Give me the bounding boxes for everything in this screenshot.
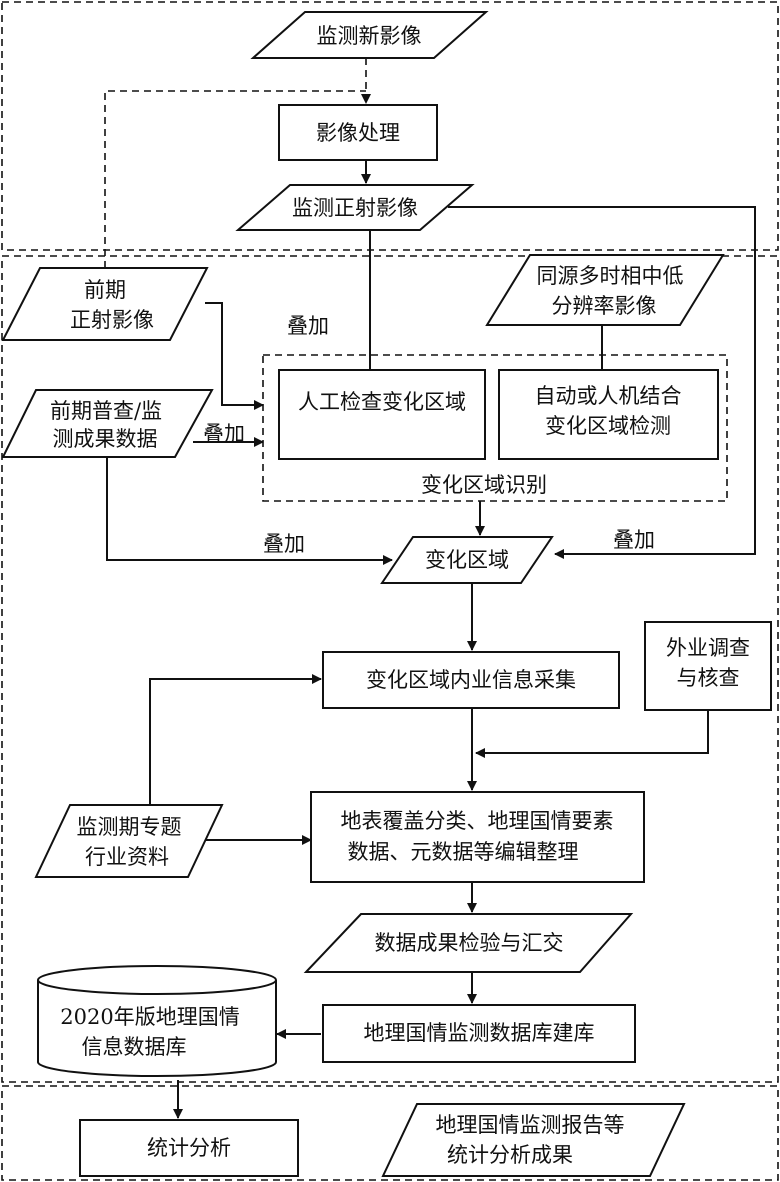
node-editing-label-1: 地表覆盖分类、地理国情要素 [341,809,614,833]
edge-prior-ortho-to-processing [104,90,366,268]
node-prior-census: 前期普查/监 测成果数据 [1,389,214,458]
node-db-build-label: 地理国情监测数据库建库 [364,1021,595,1045]
node-report-label-2: 统计分析成果 [447,1143,573,1167]
edge-label-overlay-1: 叠加 [287,314,329,338]
node-image-processing-label: 影像处理 [316,121,400,145]
node-qa-delivery: 数据成果检验与汇交 [303,913,634,973]
node-ortho-image-label: 监测正射影像 [292,196,418,220]
node-statistics-label: 统计分析 [147,1136,231,1160]
section-bottom-frame [1,1085,779,1181]
node-database: 2020年版地理国情 信息数据库 [37,965,277,1077]
node-database-label-1: 2020年版地理国情 [60,1005,239,1029]
edge-label-overlay-2: 叠加 [203,422,245,446]
node-new-image: 监测新影像 [250,11,489,59]
node-indoor-collection-label: 变化区域内业信息采集 [366,668,576,692]
change-identification-frame [262,354,728,502]
node-new-image-label: 监测新影像 [317,24,422,48]
edge-label-overlay-3: 叠加 [263,532,305,556]
node-change-area-label: 变化区域 [425,548,509,572]
node-ortho-image: 监测正射影像 [235,184,475,231]
node-thematic-label-1: 监测期专题 [77,815,182,839]
edge-prior-ortho-to-identification [205,302,264,410]
node-field-survey-label-2: 与核查 [677,666,740,690]
node-multi-temporal-label-2: 分辨率影像 [552,294,657,318]
node-image-processing: 影像处理 [278,104,438,161]
node-report-label-1: 地理国情监测报告等 [436,1113,625,1137]
section-middle-frame [1,255,779,1083]
node-thematic-label-2: 行业资料 [85,845,169,869]
node-multi-temporal: 同源多时相中低 分辨率影像 [485,254,725,326]
edge-label-overlay-4: 叠加 [613,528,655,552]
node-db-build: 地理国情监测数据库建库 [322,1004,636,1063]
node-thematic: 监测期专题 行业资料 [34,804,224,878]
node-manual-check-label: 人工检查变化区域 [298,390,466,414]
edge-ortho-to-change-area [448,206,756,559]
node-auto-detect-label-2: 变化区域检测 [545,414,671,438]
node-prior-census-label-2: 测成果数据 [53,427,158,451]
node-auto-detect-label-1: 自动或人机结合 [535,384,682,408]
node-prior-census-label-1: 前期普查/监 [50,399,162,423]
node-field-survey-label-1: 外业调查 [666,636,750,660]
section-top-frame [1,1,779,251]
edge-thematic-to-collection [149,674,322,805]
node-multi-temporal-label-1: 同源多时相中低 [537,264,684,288]
node-editing-label-2: 数据、元数据等编辑整理 [348,840,579,864]
node-prior-ortho: 前期 正射影像 [1,267,209,341]
edge-census-to-change-area [106,457,393,565]
edge-field-survey-to-editing [475,710,709,758]
node-field-survey: 外业调查 与核查 [644,621,772,711]
node-auto-detect: 自动或人机结合 变化区域检测 [498,369,719,460]
node-prior-ortho-label-1: 前期 [84,278,126,302]
node-change-area: 变化区域 [380,536,554,584]
node-qa-delivery-label: 数据成果检验与汇交 [375,931,564,955]
node-editing: 地表覆盖分类、地理国情要素 数据、元数据等编辑整理 [310,791,645,883]
node-statistics: 统计分析 [79,1119,299,1177]
node-manual-check: 人工检查变化区域 [278,369,486,460]
node-database-label-2: 信息数据库 [82,1035,187,1059]
node-prior-ortho-label-2: 正射影像 [70,308,154,332]
change-identification-label: 变化区域识别 [421,473,547,497]
connectors [104,58,756,1119]
node-report: 地理国情监测报告等 统计分析成果 [381,1103,686,1177]
node-indoor-collection: 变化区域内业信息采集 [322,651,620,709]
